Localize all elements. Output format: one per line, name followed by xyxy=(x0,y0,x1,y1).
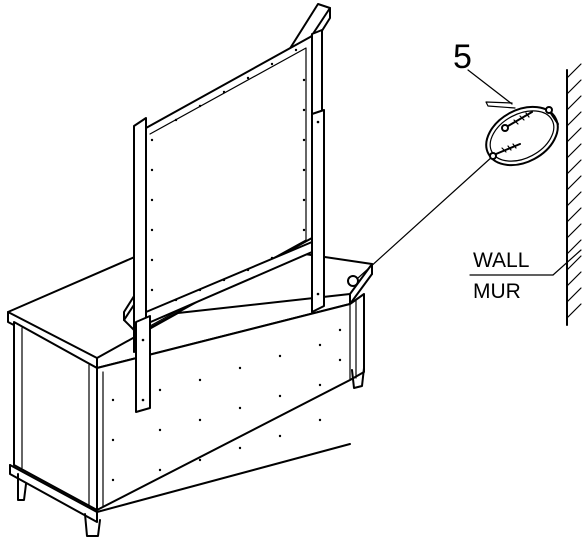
wall-label-english: WALL xyxy=(473,249,529,272)
callout-leader-line xyxy=(357,155,494,279)
anchor-hole xyxy=(347,275,359,287)
screw-icon xyxy=(489,143,521,160)
back-panel-fasteners xyxy=(111,328,342,482)
screw-icon xyxy=(501,111,533,132)
wall-label-leader xyxy=(552,249,582,276)
wall-anchor-strap-icon xyxy=(485,101,559,167)
mirror-icon xyxy=(123,3,331,413)
callout-number: 5 xyxy=(453,38,472,76)
mirror-fasteners xyxy=(141,48,320,402)
wall-icon xyxy=(566,63,582,326)
wall-label-french: MUR xyxy=(473,280,521,303)
screw-icon xyxy=(545,106,559,125)
callout-number-leader xyxy=(467,69,513,105)
